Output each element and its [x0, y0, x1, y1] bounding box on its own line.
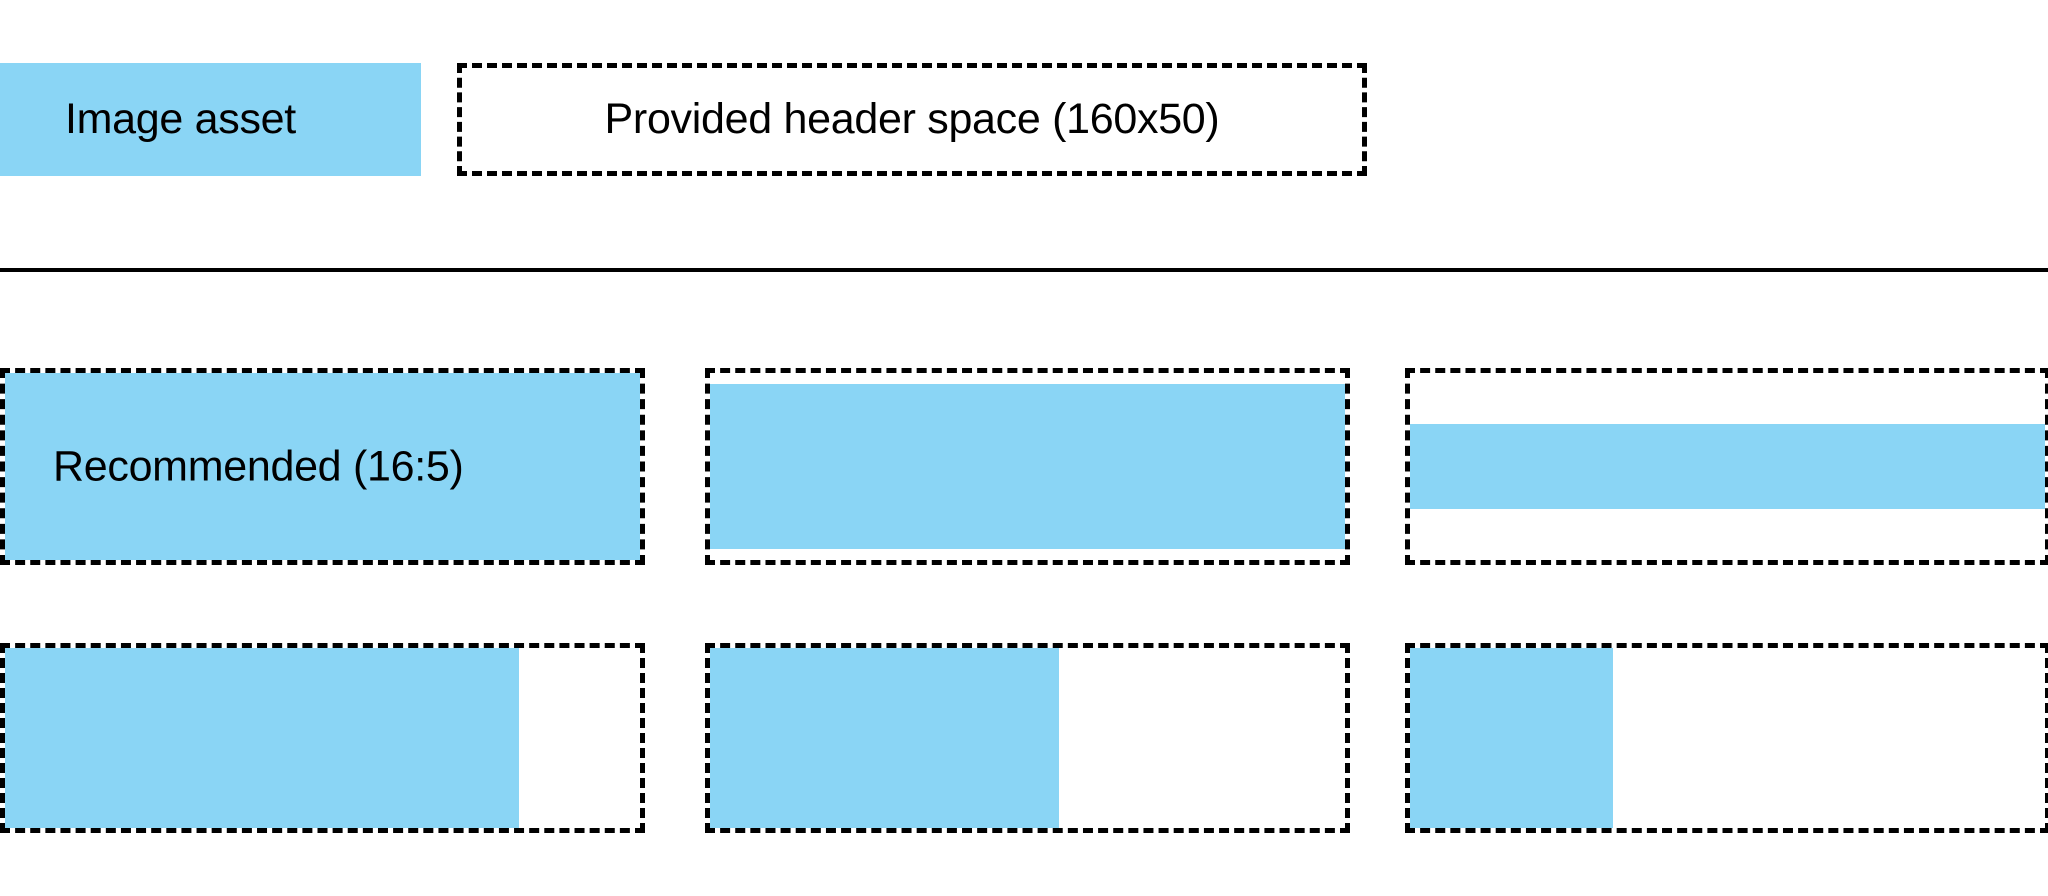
fill-medium: [710, 648, 1060, 828]
provided-header-space-box: Provided header space (160x50): [457, 63, 1367, 176]
cell-wide-fill: [0, 643, 645, 833]
cell-recommended-16-5: Recommended (16:5): [0, 368, 645, 565]
width-variation-row: [0, 643, 2048, 833]
fill-shortest: [1410, 424, 2045, 509]
fill-recommended-16-5: [5, 373, 640, 560]
cell-shortest-fill: [1405, 368, 2048, 565]
image-asset-chip: Image asset: [0, 63, 421, 176]
cell-medium-fill: [705, 643, 1350, 833]
cell-shorter-fill: [705, 368, 1350, 565]
fill-narrow: [1410, 648, 1614, 828]
fill-wide: [5, 648, 520, 828]
fill-shorter: [710, 384, 1345, 549]
image-asset-label: Image asset: [65, 95, 296, 143]
recommended-ratio-label: Recommended (16:5): [53, 442, 464, 490]
height-variation-row: Recommended (16:5): [0, 368, 2048, 565]
section-divider: [0, 268, 2048, 272]
header-row: Image asset Provided header space (160x5…: [0, 63, 2048, 176]
provided-header-space-label: Provided header space (160x50): [604, 95, 1220, 143]
cell-narrow-fill: [1405, 643, 2048, 833]
